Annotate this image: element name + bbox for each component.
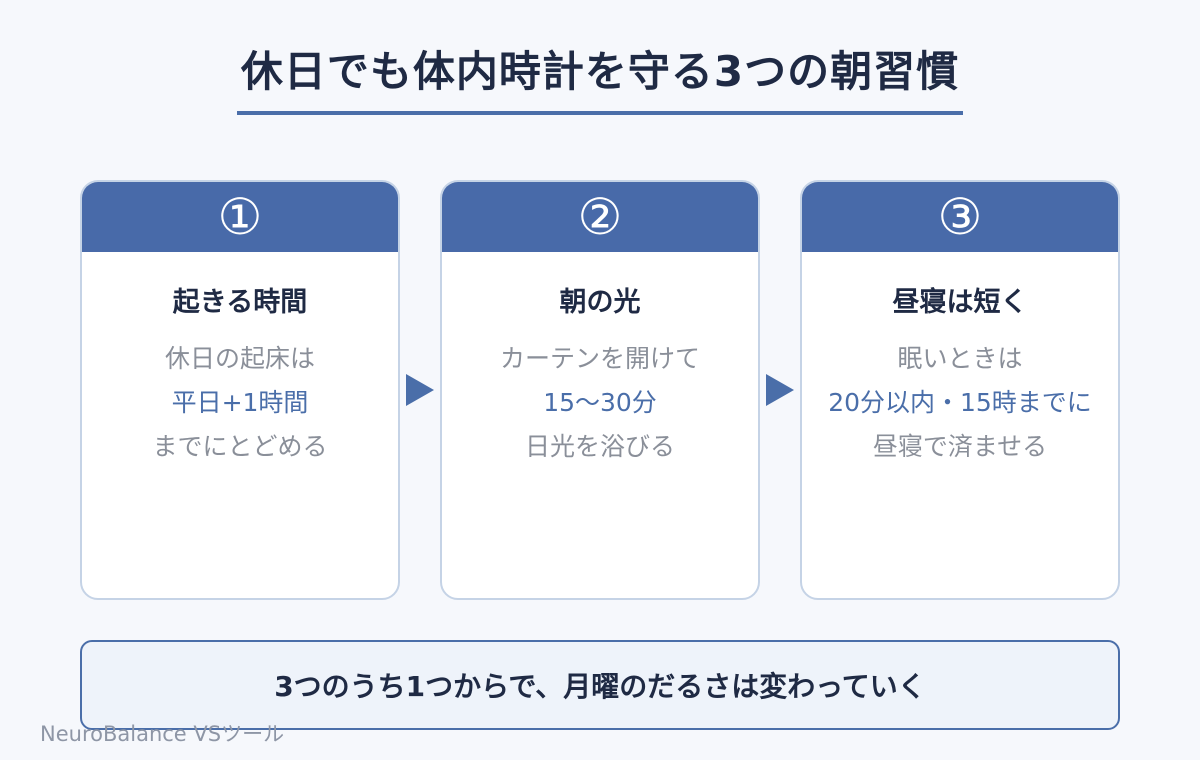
step-description: 休日の起床は 平日+1時間 までにとどめる <box>82 337 398 469</box>
step-line-highlight: 20分以内・15時までに <box>828 388 1092 417</box>
page-title-wrap: 休日でも体内時計を守る3つの朝習慣 <box>0 38 1200 115</box>
step-heading: 昼寝は短く <box>892 287 1028 318</box>
step-line: カーテンを開けて <box>499 344 700 373</box>
step-line: 眠いときは <box>897 344 1023 373</box>
step-line: 日光を浴びる <box>524 432 675 461</box>
step-line: 昼寝で済ませる <box>872 432 1048 461</box>
step-line: までにとどめる <box>152 432 328 461</box>
step-line-highlight: 平日+1時間 <box>171 388 309 417</box>
step-heading: 朝の光 <box>559 287 641 318</box>
step-card-2: ② 朝の光 カーテンを開けて 15〜30分 日光を浴びる <box>440 180 760 600</box>
summary-box: 3つのうち1つからで、月曜のだるさは変わっていく <box>80 640 1120 730</box>
step-number: ① <box>217 188 263 246</box>
page-title: 休日でも体内時計を守る3つの朝習慣 <box>236 38 964 115</box>
step-number: ③ <box>937 188 983 246</box>
step-description: カーテンを開けて 15〜30分 日光を浴びる <box>442 337 758 469</box>
step-number: ② <box>577 188 623 246</box>
footer-credit: NeuroBalance VSツール <box>40 722 285 746</box>
step-description: 眠いときは 20分以内・15時までに 昼寝で済ませる <box>802 337 1118 469</box>
step-heading: 起きる時間 <box>172 287 308 318</box>
step-card-header: ③ <box>802 182 1118 252</box>
step-line-highlight: 15〜30分 <box>543 388 657 417</box>
arrow-right-icon <box>406 374 434 406</box>
step-card-header: ① <box>82 182 398 252</box>
step-card-1: ① 起きる時間 休日の起床は 平日+1時間 までにとどめる <box>80 180 400 600</box>
step-card-header: ② <box>442 182 758 252</box>
summary-text: 3つのうち1つからで、月曜のだるさは変わっていく <box>274 670 926 703</box>
step-card-3: ③ 昼寝は短く 眠いときは 20分以内・15時までに 昼寝で済ませる <box>800 180 1120 600</box>
step-line: 休日の起床は <box>164 344 315 373</box>
arrow-right-icon <box>766 374 794 406</box>
